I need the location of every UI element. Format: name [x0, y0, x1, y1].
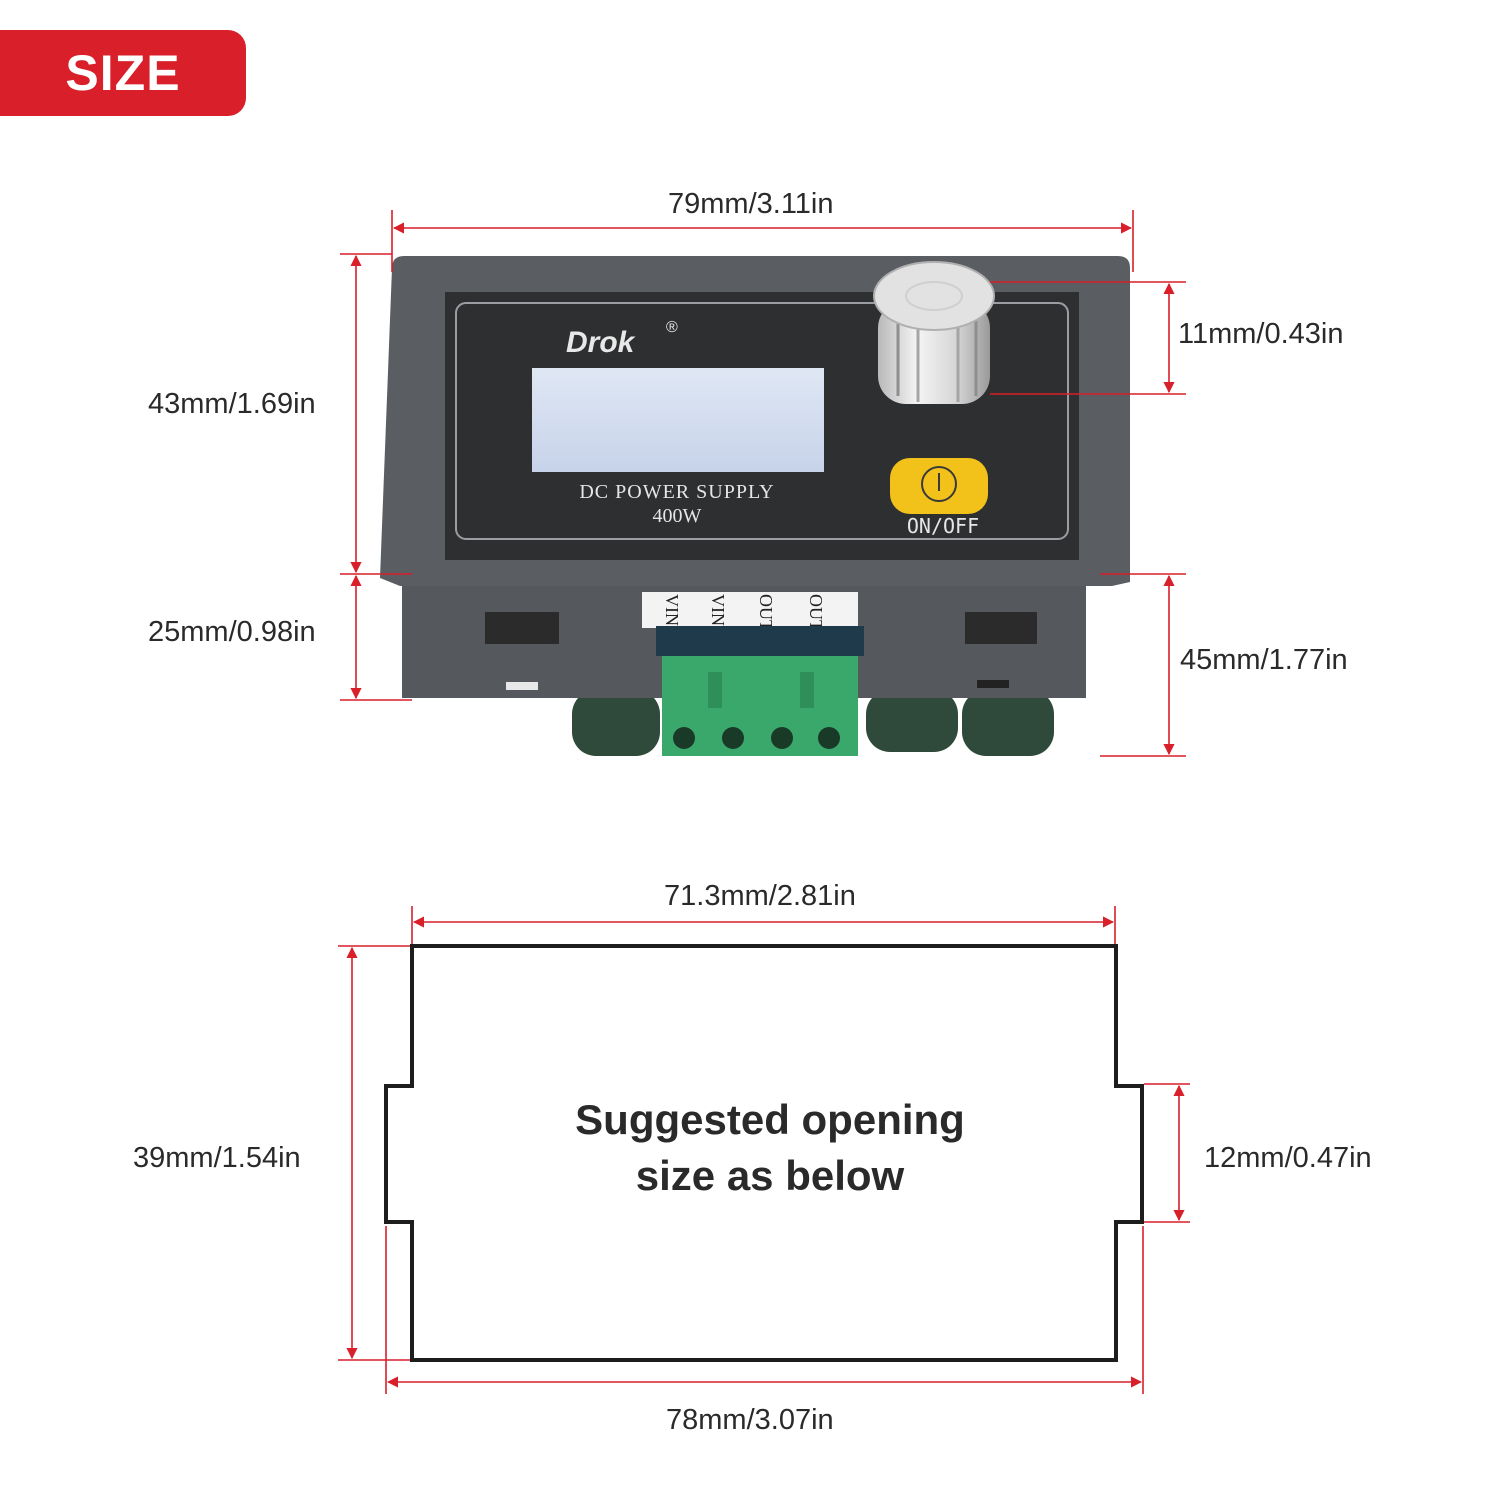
dim-opening-height: 39mm/1.54in [133, 1142, 301, 1174]
side-clip [965, 612, 1037, 644]
faceplate-border [455, 302, 1069, 540]
power-supply-device: VIN VIN OUT OUT- Drok ® DC POWER SUPPLY … [380, 256, 1130, 756]
dim-device-width: 79mm/3.11in [668, 188, 834, 220]
opening-caption-line2: size as below [635, 1152, 905, 1199]
size-badge-label: SIZE [65, 45, 181, 101]
size-badge: SIZE [0, 30, 246, 116]
model-name: DC POWER SUPPLY [579, 481, 774, 503]
power-button-label: ON/OFF [907, 514, 979, 538]
brand-logo: Drok [566, 326, 636, 359]
terminal-label: OUT- [806, 594, 826, 635]
dim-depth-total: 45mm/1.77in [1180, 644, 1348, 676]
dim-knob-height: 11mm/0.43in [1178, 318, 1344, 350]
terminal-label: VIN [662, 594, 682, 626]
capacitor [866, 690, 958, 752]
terminal-screw-hole [673, 727, 695, 749]
side-slot [506, 682, 538, 690]
dim-opening-notch: 12mm/0.47in [1204, 1142, 1372, 1174]
dim-opening-inner-width: 71.3mm/2.81in [664, 880, 856, 912]
terminal-label: OUT [756, 594, 776, 631]
terminal-divider [800, 672, 814, 708]
terminal-label: VIN [708, 594, 728, 626]
terminal-divider [708, 672, 722, 708]
dim-opening-outer-width: 78mm/3.07in [666, 1404, 834, 1436]
dim-depth-upper: 25mm/0.98in [148, 616, 316, 648]
lcd-screen [532, 368, 824, 472]
device-dimension-lines [340, 210, 1186, 757]
opening-caption-line1: Suggested opening [575, 1096, 965, 1143]
side-clip [485, 612, 559, 644]
brand-registered-mark: ® [666, 319, 678, 336]
dim-device-height: 43mm/1.69in [148, 388, 316, 420]
model-power: 400W [653, 505, 702, 527]
side-slot [977, 680, 1009, 688]
terminal-screw-hole [771, 727, 793, 749]
power-icon [921, 466, 957, 502]
capacitor [962, 690, 1054, 756]
terminal-label-strip [642, 592, 858, 628]
panel-opening-outline [384, 944, 1144, 1362]
capacitor [572, 690, 660, 756]
opening-dimension-lines [338, 906, 1190, 1394]
pcb [656, 626, 864, 656]
opening-caption: Suggested opening size as below [520, 1092, 1020, 1204]
terminal-screw-hole [722, 727, 744, 749]
terminal-screw-hole [818, 727, 840, 749]
adjustment-knob[interactable] [873, 261, 995, 404]
